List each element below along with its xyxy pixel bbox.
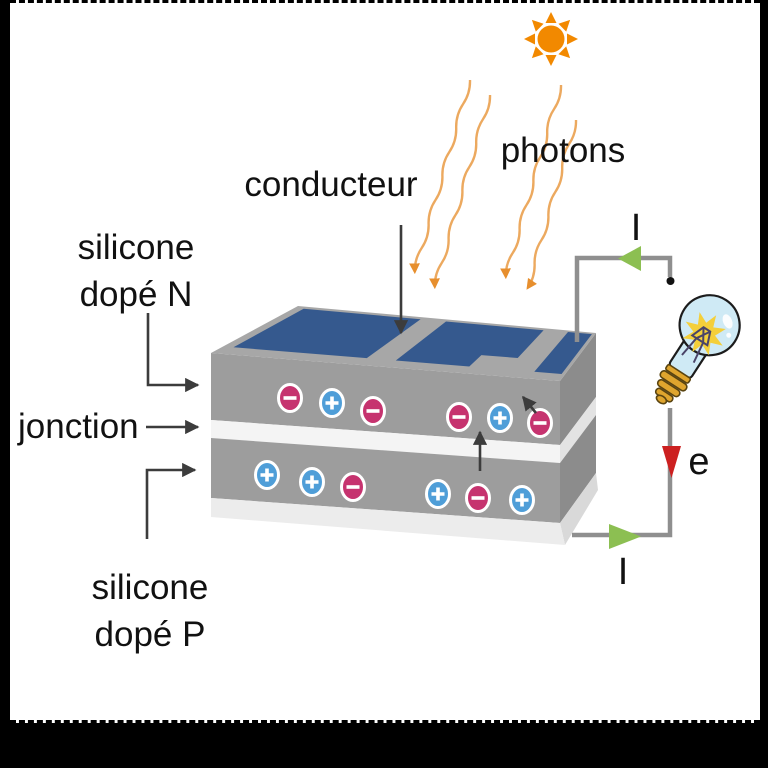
negative-charge-icon [446,402,472,432]
p-layer-charges [254,460,535,515]
current-label-top: I [631,207,642,249]
panel-contact-arrow [521,395,538,414]
solar-panel-left [233,308,421,359]
silicone-p-pointer [145,462,197,539]
silicone-n-label-line2: dopé N [80,275,193,314]
photons-label: photons [501,131,626,170]
solar-panel-center [395,321,544,367]
current-label-bottom: I [618,551,629,593]
photon-ray [429,94,492,290]
cell-p-right-face [560,415,596,523]
photon-ray [526,119,578,290]
cell-n-right-face [560,333,596,445]
negative-charge-icon [360,396,386,426]
negative-charge-icon [465,483,491,513]
electron-arrow [662,446,681,478]
photon-ray [500,84,563,280]
positive-charge-icon [299,467,325,497]
silicone-n-pointer [146,313,200,393]
solar-panel-right [534,332,592,374]
n-layer-charges [277,383,553,438]
current-arrow-top [618,246,641,271]
electron-label: e [688,441,709,483]
light-bulb-icon [654,294,741,405]
positive-charge-icon [487,403,513,433]
negative-charge-icon [277,383,303,413]
positive-charge-icon [425,479,451,509]
negative-charge-icon [527,408,553,438]
cell-base-right-face [560,473,598,545]
silicone-n-label-line1: silicone [78,228,195,267]
positive-charge-icon [254,460,280,490]
sun-icon [524,12,578,66]
positive-charge-icon [509,485,535,515]
photon-ray [409,79,472,275]
cell-base-front [211,498,565,545]
wire-junction-dot [666,277,675,285]
negative-charge-icon [340,472,366,502]
conducteur-label: conducteur [244,165,418,204]
silicone-p-label-line2: dopé P [95,615,206,654]
circuit-wire-top [574,255,673,342]
jonction-label: jonction [17,407,139,446]
photon-rays [409,79,578,290]
cell-n-front-face [211,353,560,445]
cell-junction-right-face [560,397,596,463]
current-arrow-bottom [609,524,641,549]
positive-charge-icon [319,388,345,418]
silicone-p-label-line1: silicone [92,568,209,607]
solar-cell [211,306,598,545]
cell-junction-front [211,420,560,463]
